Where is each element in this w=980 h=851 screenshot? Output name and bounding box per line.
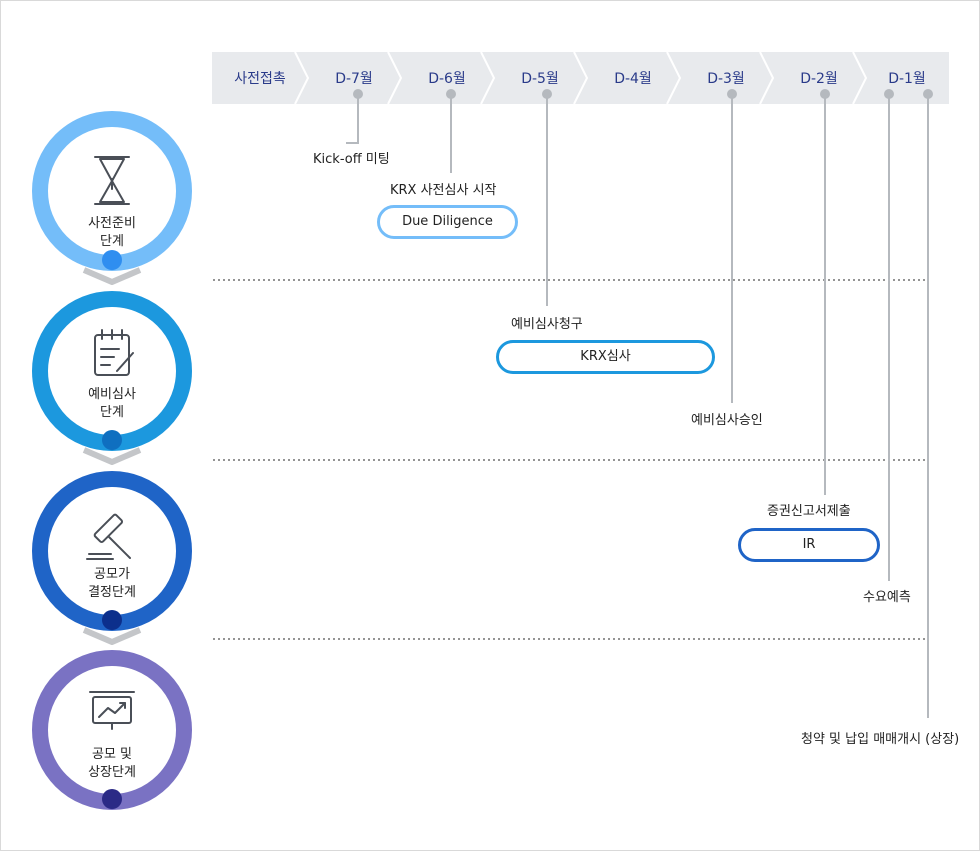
month-label-2: D-6월 xyxy=(428,71,466,87)
chevron-down-icon xyxy=(82,627,142,645)
chevron-down-icon xyxy=(82,447,142,465)
stage-2-label: 예비심사 단계 xyxy=(88,387,136,420)
month-label-7: D-1월 xyxy=(888,71,926,87)
dot-d3 xyxy=(727,89,737,99)
stage-4-circle xyxy=(32,650,192,810)
dot-d5 xyxy=(542,89,552,99)
event-prelim-review-request: 예비심사청구 xyxy=(511,317,583,332)
connector-dots xyxy=(353,89,933,99)
stage-2-circle xyxy=(32,291,192,451)
event-connectors xyxy=(346,94,929,718)
month-label-0: 사전접촉 xyxy=(234,71,286,87)
event-prelim-review-approval: 예비심사승인 xyxy=(691,413,763,428)
month-label-1: D-7월 xyxy=(335,71,373,87)
month-chevron-4 xyxy=(573,52,680,104)
gavel-icon xyxy=(86,513,131,560)
dot-d1a xyxy=(884,89,894,99)
stage-3-dot xyxy=(102,610,122,630)
stage-4-dot xyxy=(102,789,122,809)
month-chevron-5 xyxy=(666,52,773,104)
dot-d7 xyxy=(353,89,363,99)
pill-ir: IR xyxy=(738,528,880,562)
presentation-chart-icon xyxy=(89,691,135,730)
month-label-5: D-3월 xyxy=(707,71,745,87)
pill-due-diligence: Due Diligence xyxy=(377,205,518,239)
stage-1-label: 사전준비 단계 xyxy=(88,216,136,249)
stage-2-dot xyxy=(102,430,122,450)
month-label-6: D-2월 xyxy=(800,71,838,87)
event-demand-forecast: 수요예측 xyxy=(863,590,911,605)
dot-d1b xyxy=(923,89,933,99)
stage-1-dot xyxy=(102,250,122,270)
month-label-3: D-5월 xyxy=(521,71,559,87)
connector-kickoff xyxy=(346,94,359,144)
month-chevron-1 xyxy=(294,52,401,104)
month-band xyxy=(212,51,949,105)
stage-4-label: 공모 및 상장단계 xyxy=(88,747,136,780)
stage-1-circle xyxy=(32,111,192,271)
event-krx-pre-review-start: KRX 사전심사 시작 xyxy=(390,183,497,198)
month-chevron-0 xyxy=(212,52,308,104)
month-label-4: D-4월 xyxy=(614,71,652,87)
checklist-icon xyxy=(94,329,134,376)
event-subscription-listing: 청약 및 납입 매매개시 (상장) xyxy=(801,732,960,747)
stage-3-circle xyxy=(32,471,192,631)
event-securities-report-filing: 증권신고서제출 xyxy=(767,504,851,519)
month-chevron-6 xyxy=(759,52,866,104)
month-chevron-2 xyxy=(387,52,494,104)
dot-d2 xyxy=(820,89,830,99)
dot-d6 xyxy=(446,89,456,99)
pill-krx-review: KRX심사 xyxy=(496,340,715,374)
stage-3-label: 공모가 결정단계 xyxy=(88,567,136,600)
chevron-down-icon xyxy=(82,267,142,285)
month-chevron-3 xyxy=(480,52,587,104)
event-kickoff: Kick-off 미팅 xyxy=(313,152,390,167)
hourglass-icon xyxy=(94,156,130,205)
